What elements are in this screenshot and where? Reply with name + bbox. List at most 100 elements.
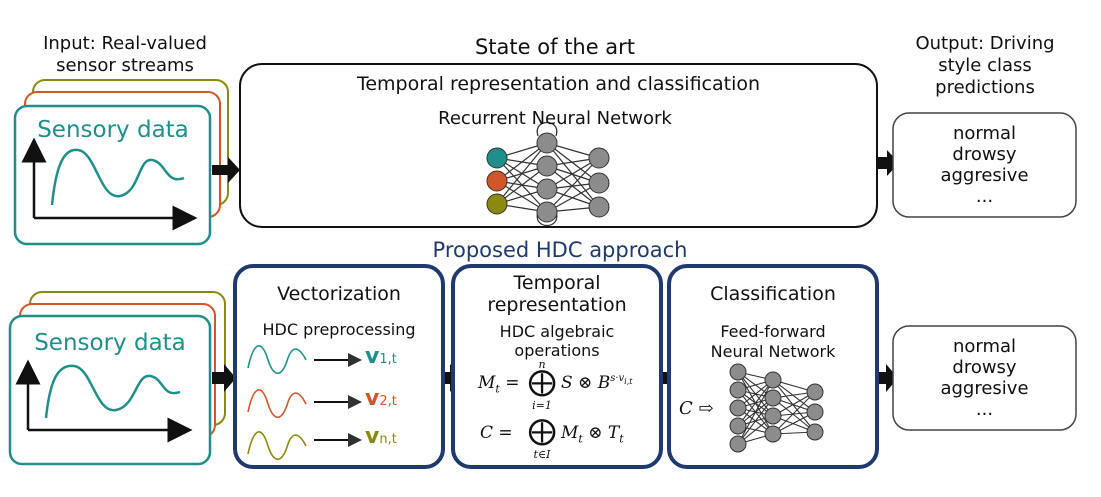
classification-box: [667, 264, 879, 469]
top-arrow-in: [212, 157, 240, 183]
bottom-sensory-stack: [8, 291, 226, 466]
eq2-rhs: Mt ⊗ Tt: [561, 423, 624, 445]
top-sensory-stack: [13, 79, 229, 246]
network-node: [729, 399, 747, 417]
input-label-line1: Input: Real-valued: [43, 33, 207, 54]
bottom-class-normal: normal: [952, 336, 1017, 357]
bottom-sensor-curve: [44, 364, 181, 419]
vector-v1: v1,t: [365, 344, 397, 369]
vector-v2-sub: 2,t: [379, 394, 397, 409]
temporal-title-line2: representation: [487, 294, 627, 316]
eq2-oplus-icon: ⨁: [528, 414, 556, 447]
eq1-sup: s·v: [610, 373, 625, 385]
bottom-class-drowsy: drowsy: [952, 357, 1017, 378]
vectorization-signals: [247, 345, 362, 461]
eq2-rhs-sub1: t: [578, 432, 583, 446]
classification-title: Classification: [710, 283, 836, 305]
network-edge: [546, 157, 600, 213]
top-class-aggresive: aggresive: [940, 165, 1029, 186]
network-edge: [737, 379, 774, 427]
eq1-top: n: [538, 358, 546, 371]
rnn-label: Recurrent Neural Network: [438, 108, 672, 129]
network-node: [764, 389, 782, 407]
bottom-arrow-out: [874, 364, 898, 392]
eq1-sup-sub: i,t: [624, 377, 633, 387]
rnn-network: [486, 122, 610, 226]
temporal-subtitle-line2: operations: [514, 341, 600, 360]
network-edge: [772, 397, 816, 433]
network-node: [806, 383, 824, 401]
c-input-label: C ⇨: [679, 398, 714, 419]
output-label-line2: style class: [938, 55, 1032, 76]
temporal-box: [451, 264, 663, 469]
eq2-rhs-mid: ⊗ T: [582, 423, 620, 443]
network-node: [729, 381, 747, 399]
vector-v1-sub: 1,t: [379, 352, 397, 367]
temporal-title: Temporal representation: [453, 272, 661, 316]
eq1-lhs-sub: t: [495, 382, 500, 396]
top-sensor-curve: [50, 148, 185, 206]
network-node: [729, 363, 747, 381]
output-label: Output: Driving style class predictions: [880, 33, 1090, 99]
eq2-rhs-sub2: t: [619, 432, 624, 446]
eq1-lhs-main: M: [478, 373, 496, 393]
top-class-list: normal drowsy aggresive ...: [893, 123, 1076, 207]
ffnn-network: [729, 363, 824, 453]
classification-subtitle-line2: Neural Network: [710, 342, 836, 361]
temporal-title-line1: Temporal: [513, 272, 601, 294]
vectorization-box: [233, 264, 445, 469]
temporal-subtitle-line1: HDC algebraic: [499, 322, 615, 341]
bottom-output-box: [892, 325, 1077, 431]
bottom-class-list: normal drowsy aggresive ...: [893, 336, 1076, 420]
bottom-class-ellipsis: ...: [975, 399, 994, 420]
sota-box-title: Temporal representation and classificati…: [356, 73, 761, 95]
network-edge: [737, 397, 774, 445]
output-label-line3: predictions: [935, 77, 1035, 98]
vector-v1-main: v: [365, 344, 380, 369]
bottom-sensory-label: Sensory data: [34, 330, 186, 356]
output-label-line1: Output: Driving: [915, 33, 1055, 54]
vectorization-title: Vectorization: [277, 283, 401, 305]
network-edge: [772, 379, 816, 433]
network-edge: [496, 142, 548, 205]
top-output-box: [892, 112, 1077, 218]
eq1-rhs-main: S ⊗ B: [561, 373, 611, 393]
proposed-title: Proposed HDC approach: [432, 238, 688, 262]
bottom-class-aggresive: aggresive: [940, 378, 1029, 399]
vector-vn: vn,t: [365, 424, 397, 449]
network-node: [764, 371, 782, 389]
network-edge: [737, 379, 774, 445]
network-edge: [772, 379, 816, 413]
eq2-rhs-main: M: [561, 423, 579, 443]
classification-subtitle-line1: Feed-forward: [720, 322, 826, 341]
eq1-lhs: Mt =: [478, 373, 520, 396]
eq1-rhs: S ⊗ Bs·vi,t: [561, 373, 633, 393]
vector-v2-main: v: [365, 386, 380, 411]
vector-v2: v2,t: [365, 386, 397, 411]
top-class-normal: normal: [952, 123, 1017, 144]
input-label: Input: Real-valued sensor streams: [20, 33, 230, 77]
network-node: [806, 403, 824, 421]
vectorization-subtitle: HDC preprocessing: [262, 320, 416, 339]
top-class-drowsy: drowsy: [952, 144, 1017, 165]
network-node: [764, 407, 782, 425]
input-label-line2: sensor streams: [56, 55, 194, 76]
classification-subtitle: Feed-forward Neural Network: [669, 322, 877, 362]
network-node: [729, 435, 747, 453]
eq1-oplus-icon: ⨁: [528, 365, 556, 398]
top-class-ellipsis: ...: [975, 186, 994, 207]
sota-box: [239, 63, 878, 228]
sota-title: State of the art: [474, 35, 636, 59]
temporal-subtitle: HDC algebraic operations: [453, 322, 661, 360]
top-sensory-label: Sensory data: [37, 117, 189, 143]
vector-vn-sub: n,t: [379, 432, 397, 447]
vector-vn-main: v: [365, 424, 380, 449]
network-node: [806, 423, 824, 441]
bottom-arrow-in: [212, 364, 236, 392]
network-edge: [772, 391, 816, 435]
network-node: [764, 425, 782, 443]
network-edge: [546, 142, 600, 184]
eq1-bottom: i=1: [532, 399, 552, 412]
eq2-lhs: C =: [480, 423, 513, 443]
